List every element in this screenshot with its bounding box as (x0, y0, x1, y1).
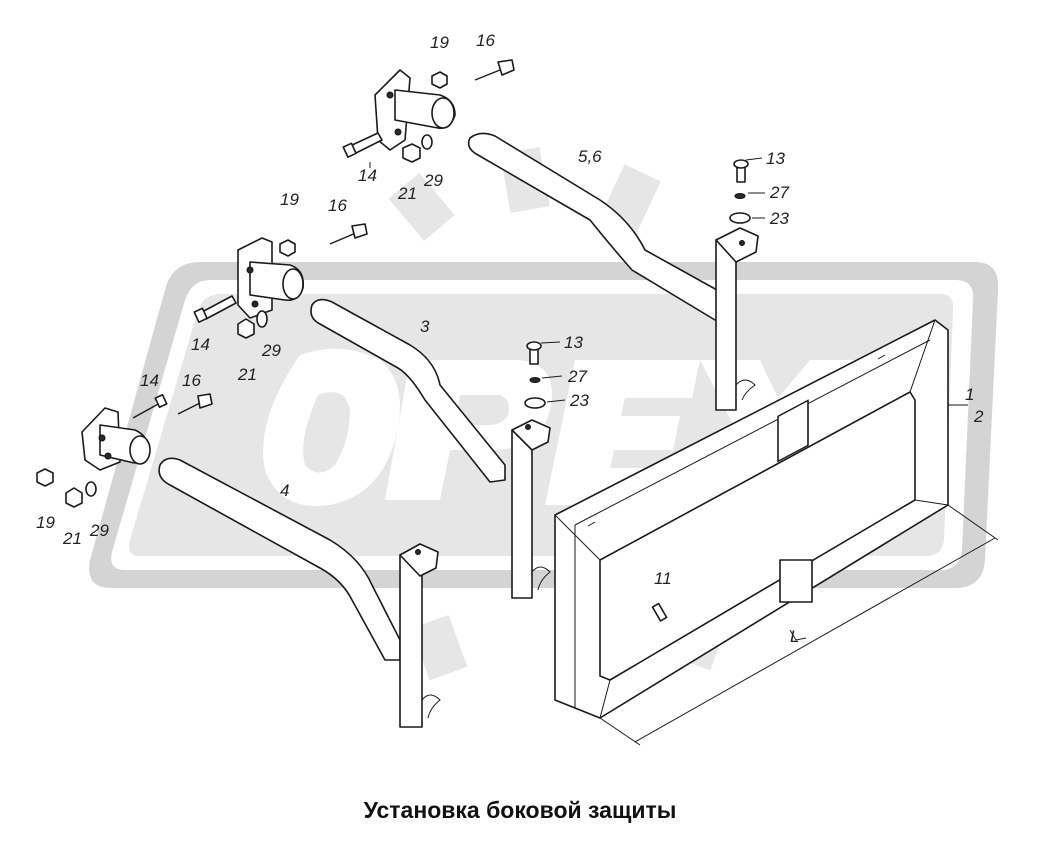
callout-21-lower: 21 (62, 529, 82, 548)
callout-14-upper: 14 (358, 166, 377, 185)
callout-11: 11 (654, 569, 672, 588)
washer-29-upper (421, 134, 433, 150)
bolt-14-upper (342, 132, 383, 158)
callout-19-lower: 19 (36, 513, 55, 532)
callout-16-lower: 16 (182, 371, 201, 390)
washer-23-right (729, 212, 751, 224)
nut-19-upper (431, 71, 448, 89)
callout-19-middle: 19 (280, 190, 299, 209)
tube-5-6 (467, 132, 759, 411)
callout-14-middle: 14 (191, 335, 210, 354)
washer-23-middle (524, 397, 546, 409)
callout-13-middle: 13 (564, 333, 583, 352)
bolt-14-middle (193, 295, 237, 323)
tube-3 (310, 298, 551, 599)
middle-bracket-assembly (193, 223, 368, 339)
callout-13-right: 13 (766, 149, 785, 168)
callout-5-6: 5,6 (578, 147, 602, 166)
callout-21-upper: 21 (397, 184, 417, 203)
fastener-stack-right (729, 157, 765, 224)
callout-27-right: 27 (769, 183, 789, 202)
callout-labels: 1 2 3 4 5,6 11 13 13 14 14 14 16 16 16 1… (36, 31, 984, 646)
nut-21-upper (402, 143, 421, 163)
upper-bracket-assembly (342, 59, 515, 168)
callout-29-middle: 29 (261, 341, 281, 360)
callout-2: 2 (973, 407, 984, 426)
washer-27-right (734, 193, 746, 199)
callout-23-middle: 23 (569, 391, 589, 410)
nut-19-lower (36, 468, 54, 487)
callout-1: 1 (965, 385, 974, 404)
guard-frame (554, 319, 999, 746)
nut-21-middle (237, 318, 255, 339)
lower-bracket-assembly (36, 393, 213, 508)
callout-21-middle: 21 (237, 365, 257, 384)
bolt-16-middle (329, 223, 368, 245)
callout-29-lower: 29 (89, 521, 109, 540)
callout-23-right: 23 (769, 209, 789, 228)
callout-16-middle: 16 (328, 196, 347, 215)
callout-16-upper: 16 (476, 31, 495, 50)
washer-27-middle (529, 377, 541, 383)
callout-19-upper: 19 (430, 33, 449, 52)
tube-socket-lower (129, 435, 151, 465)
bolt-14-lower (132, 393, 168, 419)
nut-21-lower (65, 487, 83, 508)
callout-3: 3 (420, 317, 430, 336)
pin-11 (651, 602, 668, 622)
tube-4 (158, 457, 441, 728)
washer-29-middle (256, 310, 268, 328)
bolt-16-upper (474, 59, 515, 81)
callout-14-lower: 14 (140, 371, 159, 390)
callout-27-middle: 27 (567, 367, 587, 386)
nut-19-middle (279, 239, 296, 257)
tube-socket (431, 97, 455, 129)
callout-29-upper: 29 (423, 171, 443, 190)
dimension-L: L (790, 627, 799, 646)
fastener-stack-middle (524, 341, 566, 409)
figure-caption: Установка боковой защиты (364, 797, 677, 823)
callout-4: 4 (280, 481, 289, 500)
bolt-16-lower (177, 393, 213, 415)
tube-socket-middle (282, 268, 304, 300)
washer-29-lower (85, 481, 97, 497)
